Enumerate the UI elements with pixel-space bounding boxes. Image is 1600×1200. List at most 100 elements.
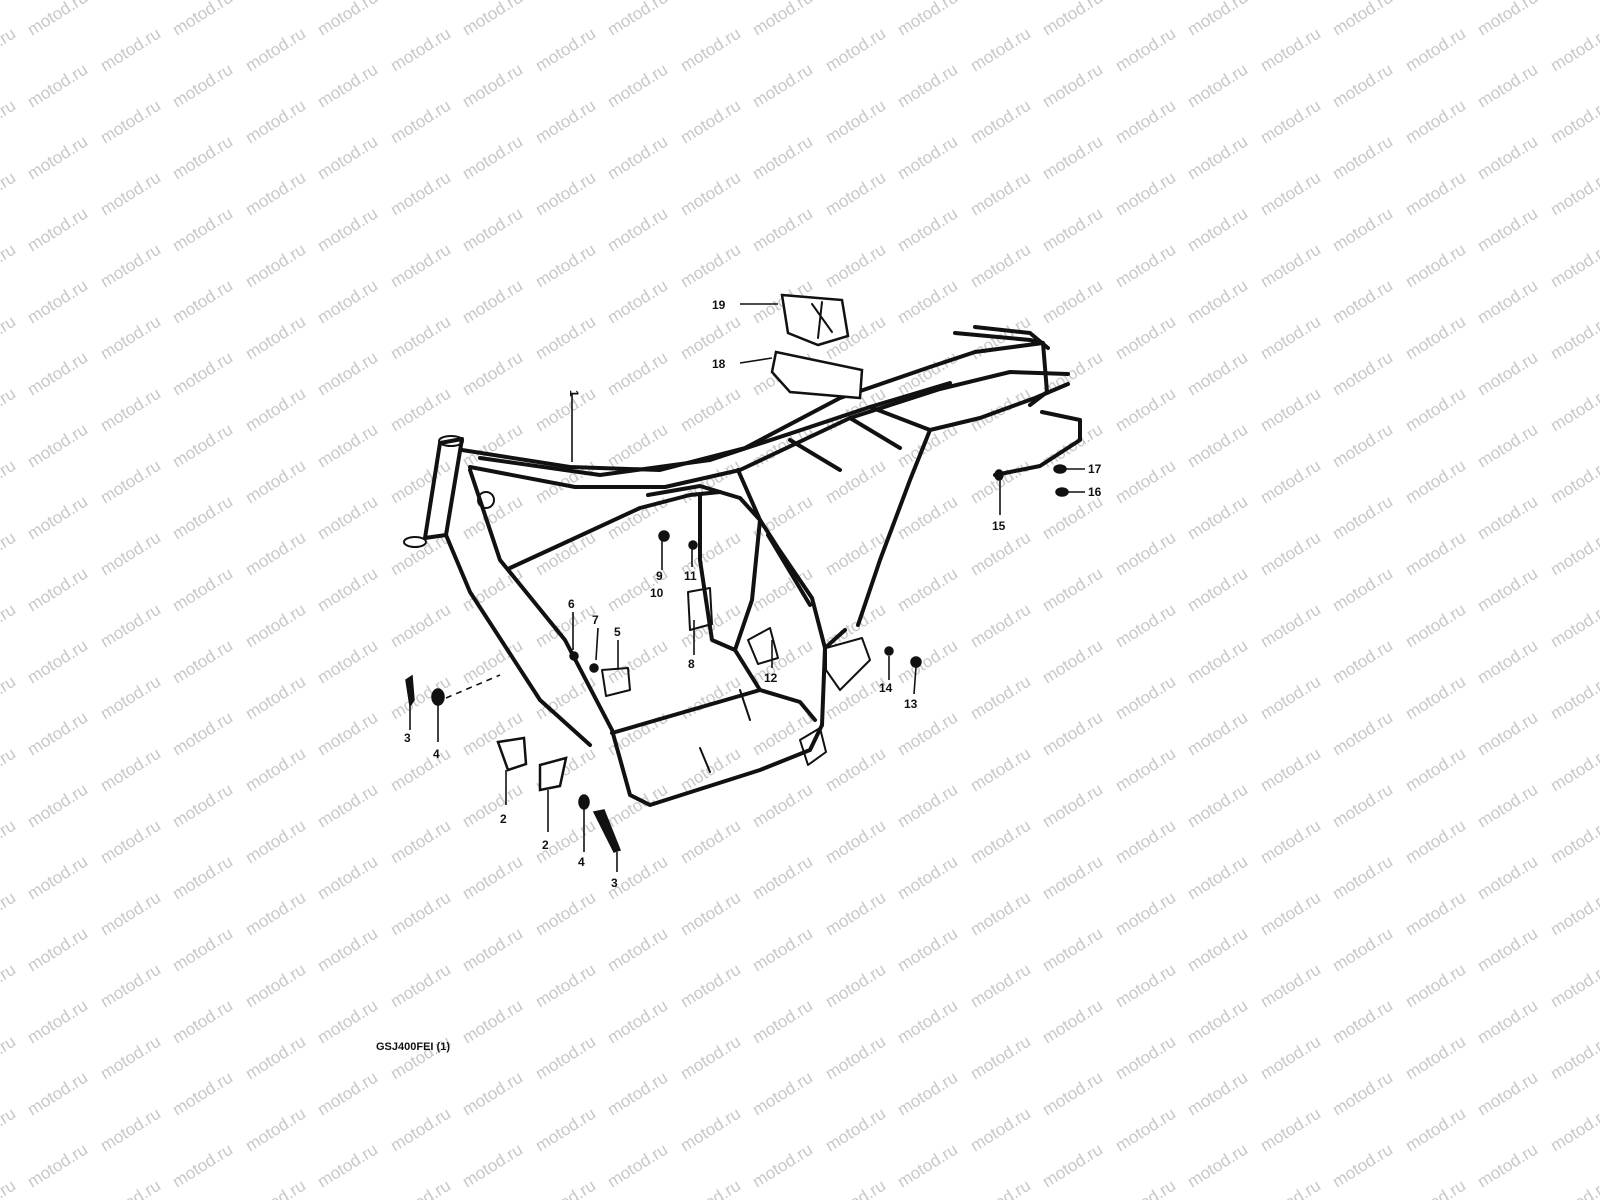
watermark-text: motod.ru — [532, 168, 599, 220]
watermark-text: motod.ru — [604, 132, 671, 184]
watermark-text: motod.ru — [24, 1140, 91, 1192]
watermark-text: motod.ru — [242, 1104, 309, 1156]
lower-bridge — [699, 689, 751, 773]
watermark-text: motod.ru — [387, 384, 454, 436]
watermark-text: motod.ru — [1402, 384, 1469, 436]
watermark-text: motod.ru — [387, 240, 454, 292]
watermark-text: motod.ru — [97, 1104, 164, 1156]
center-diagonal — [698, 493, 812, 652]
watermark-text: motod.ru — [1039, 204, 1106, 256]
watermark-text: motod.ru — [1112, 1104, 1179, 1156]
watermark-text: motod.ru — [459, 1068, 526, 1120]
watermark-text: motod.ru — [1112, 384, 1179, 436]
watermark-text: motod.ru — [24, 564, 91, 616]
watermark-text: motod.ru — [1329, 1068, 1396, 1120]
watermark-text: motod.ru — [24, 780, 91, 832]
watermark-text: motod.ru — [1257, 312, 1324, 364]
watermark-text: motod.ru — [822, 1104, 889, 1156]
watermark-text: motod.ru — [387, 24, 454, 76]
watermark-text: motod.ru — [1039, 1068, 1106, 1120]
watermark-text: motod.ru — [894, 564, 961, 616]
watermark-text: motod.ru — [169, 996, 236, 1048]
watermark-text: motod.ru — [459, 204, 526, 256]
watermark-text: motod.ru — [169, 708, 236, 760]
watermark-text: motod.ru — [1547, 888, 1600, 940]
watermark-text: motod.ru — [1039, 1140, 1106, 1192]
watermark-text: motod.ru — [459, 996, 526, 1048]
watermark-text: motod.ru — [1329, 1140, 1396, 1192]
watermark-text: motod.ru — [894, 1140, 961, 1192]
watermark-text: motod.ru — [459, 132, 526, 184]
part-15-end — [994, 469, 1004, 481]
callout-4a: 4 — [433, 747, 440, 761]
watermark-text: motod.ru — [1039, 564, 1106, 616]
watermark-text: motod.ru — [1474, 204, 1541, 256]
part-4-washer-a — [431, 688, 445, 706]
front-downtube-right — [468, 468, 614, 732]
leader-18 — [739, 357, 773, 364]
watermark-text: motod.ru — [604, 0, 671, 39]
watermark-text: motod.ru — [242, 1176, 309, 1200]
part-18-battery-tray — [770, 350, 864, 400]
watermark-text: motod.ru — [97, 960, 164, 1012]
lower-rear-bracket — [799, 727, 827, 766]
watermark-text: motod.ru — [677, 1104, 744, 1156]
watermark-text: motod.ru — [1474, 924, 1541, 976]
watermark-text: motod.ru — [169, 60, 236, 112]
watermark-text: motod.ru — [1329, 276, 1396, 328]
watermark-text: motod.ru — [24, 276, 91, 328]
watermark-text: motod.ru — [1402, 1104, 1469, 1156]
watermark-text: motod.ru — [532, 960, 599, 1012]
watermark-text: motod.ru — [1547, 960, 1600, 1012]
watermark-text: motod.ru — [1547, 24, 1600, 76]
watermark-text: motod.ru — [677, 168, 744, 220]
watermark-text: motod.ru — [1039, 276, 1106, 328]
watermark-text: motod.ru — [387, 600, 454, 652]
watermark-text: motod.ru — [894, 132, 961, 184]
watermark-text: motod.ru — [1547, 528, 1600, 580]
watermark-text: motod.ru — [97, 384, 164, 436]
part-14-washer — [884, 646, 894, 656]
watermark-text: motod.ru — [677, 960, 744, 1012]
watermark-text: motod.ru — [0, 312, 19, 364]
watermark-text: motod.ru — [0, 744, 19, 796]
watermark-text: motod.ru — [1257, 744, 1324, 796]
watermark-text: motod.ru — [1329, 708, 1396, 760]
watermark-text: motod.ru — [242, 456, 309, 508]
part-2-plate-a — [496, 736, 528, 772]
watermark-text: motod.ru — [242, 888, 309, 940]
callout-8: 8 — [688, 657, 695, 671]
watermark-text: motod.ru — [822, 24, 889, 76]
watermark-text: motod.ru — [1547, 1176, 1600, 1200]
callout-10: 10 — [650, 586, 664, 600]
watermark-text: motod.ru — [24, 636, 91, 688]
watermark-text: motod.ru — [822, 960, 889, 1012]
watermark-text: motod.ru — [894, 780, 961, 832]
watermark-text: motod.ru — [604, 420, 671, 472]
watermark-text: motod.ru — [1184, 276, 1251, 328]
callout-14: 14 — [879, 681, 893, 695]
watermark-text: motod.ru — [894, 1068, 961, 1120]
watermark-text: motod.ru — [97, 744, 164, 796]
watermark-text: motod.ru — [0, 384, 19, 436]
watermark-text: motod.ru — [967, 1104, 1034, 1156]
watermark-text: motod.ru — [97, 24, 164, 76]
mid-mount-plate — [601, 667, 631, 697]
watermark-text: motod.ru — [1257, 600, 1324, 652]
watermark-text: motod.ru — [1039, 996, 1106, 1048]
watermark-text: motod.ru — [0, 168, 19, 220]
watermark-text: motod.ru — [314, 852, 381, 904]
watermark-text: motod.ru — [1474, 60, 1541, 112]
watermark-text: motod.ru — [24, 420, 91, 472]
watermark-text: motod.ru — [169, 852, 236, 904]
watermark-text: motod.ru — [894, 708, 961, 760]
watermark-text: motod.ru — [532, 1176, 599, 1200]
watermark-text: motod.ru — [169, 204, 236, 256]
watermark-text: motod.ru — [1329, 348, 1396, 400]
watermark-text: motod.ru — [97, 528, 164, 580]
watermark-text: motod.ru — [677, 1032, 744, 1084]
watermark-text: motod.ru — [1402, 600, 1469, 652]
watermark-text: motod.ru — [0, 24, 19, 76]
watermark-text: motod.ru — [242, 96, 309, 148]
